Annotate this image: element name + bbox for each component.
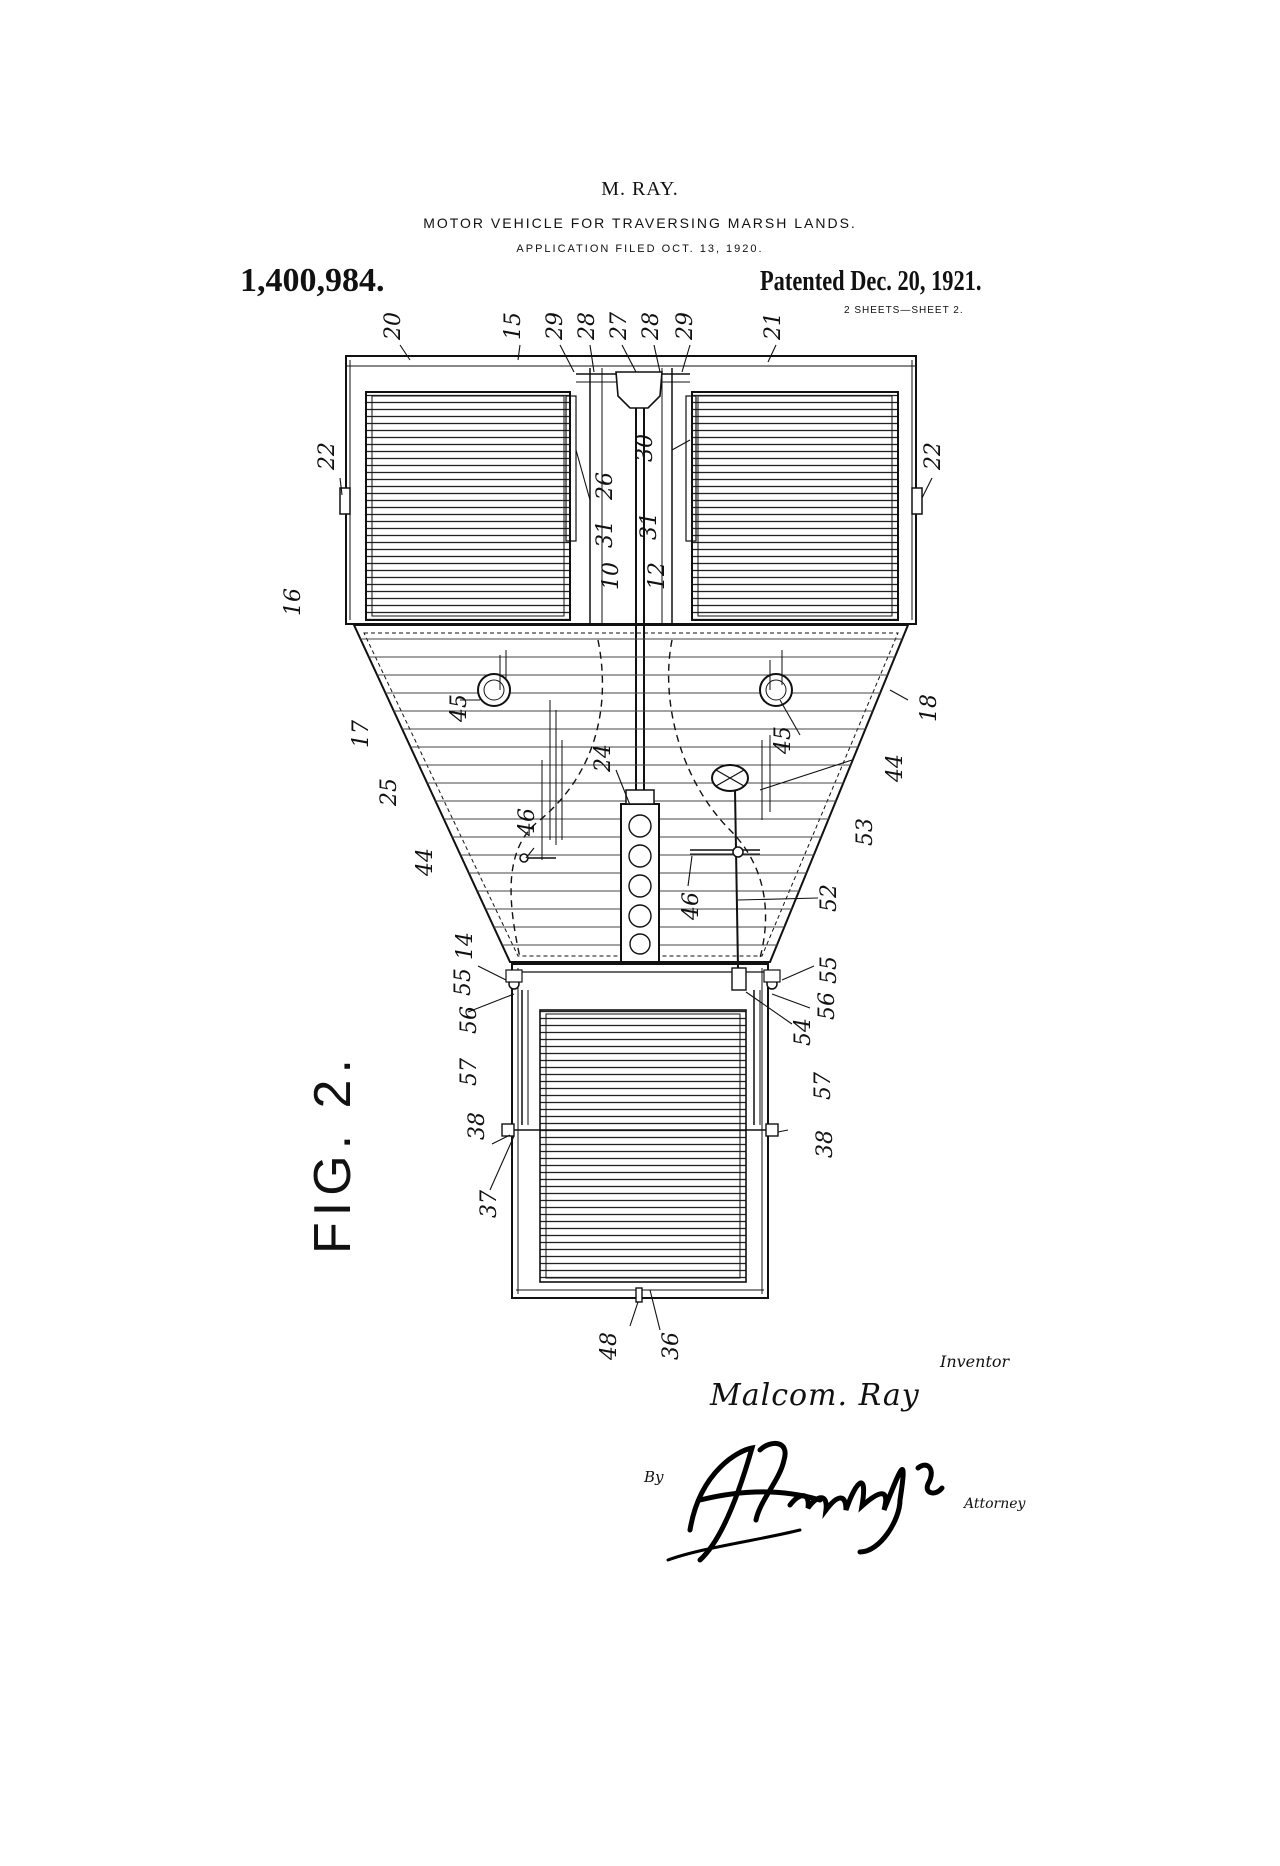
ref-22-left: 22: [315, 442, 340, 471]
inventor-signature: Malcom. Ray: [710, 1378, 920, 1413]
ref-29b: 29: [673, 312, 698, 341]
ref-28a: 28: [575, 312, 600, 341]
ref-28b: 28: [639, 312, 664, 341]
ref-56-left: 56: [457, 1006, 482, 1034]
ref-52: 52: [817, 884, 842, 912]
ref-46a: 46: [515, 808, 540, 837]
ref-44b: 44: [883, 754, 908, 783]
ref-45a: 45: [447, 694, 472, 723]
ref-20: 20: [381, 312, 406, 341]
ref-27: 27: [607, 312, 632, 341]
application-filed: APPLICATION FILED OCT. 13, 1920.: [516, 243, 764, 255]
front-left-drum: [365, 391, 577, 621]
ref-56-right: 56: [815, 992, 840, 1020]
ref-29a: 29: [543, 312, 568, 341]
ref-21: 21: [761, 312, 786, 341]
patent-number: 1,400,984.: [240, 262, 385, 299]
patented-date: Patented Dec. 20, 1921.: [760, 266, 982, 297]
ref-24: 24: [591, 744, 616, 773]
ref-57-right: 57: [811, 1072, 836, 1100]
ref-12: 12: [645, 562, 670, 590]
ref-10: 10: [599, 562, 624, 590]
ref-18: 18: [917, 694, 942, 722]
ref-22-right: 22: [921, 442, 946, 471]
ref-48: 48: [597, 1332, 622, 1361]
ref-54: 54: [791, 1018, 816, 1046]
ref-44a: 44: [413, 848, 438, 877]
ref-14: 14: [453, 932, 478, 960]
ref-36: 36: [659, 1332, 684, 1360]
ref-31a: 31: [593, 520, 618, 548]
ref-15: 15: [501, 312, 526, 340]
ref-55-left: 55: [451, 968, 476, 996]
ref-53: 53: [853, 818, 878, 846]
ref-30: 30: [633, 434, 658, 462]
ref-38-left: 38: [465, 1112, 490, 1140]
inventor-caption: Inventor: [940, 1352, 1010, 1371]
patent-title: MOTOR VEHICLE FOR TRAVERSING MARSH LANDS…: [423, 215, 857, 231]
ref-55-right: 55: [817, 956, 842, 984]
ref-57-left: 57: [457, 1058, 482, 1086]
ref-26: 26: [593, 472, 618, 501]
ref-46b: 46: [679, 892, 704, 921]
ref-25: 25: [377, 778, 402, 807]
ref-31b: 31: [637, 512, 662, 540]
ref-38-right: 38: [813, 1130, 838, 1158]
ref-16: 16: [281, 588, 306, 616]
rear-drum: [539, 1009, 747, 1283]
ref-45b: 45: [771, 726, 796, 755]
front-right-drum: [685, 391, 899, 621]
attorney-signature: [666, 1441, 945, 1563]
sheet-count: 2 SHEETS—SHEET 2.: [844, 305, 964, 316]
attorney-caption: Attorney: [964, 1496, 1026, 1512]
ref-17: 17: [349, 720, 374, 748]
by-label: By: [644, 1468, 664, 1486]
figure-label: FIG. 2.: [304, 1053, 362, 1254]
ref-37: 37: [477, 1190, 502, 1218]
